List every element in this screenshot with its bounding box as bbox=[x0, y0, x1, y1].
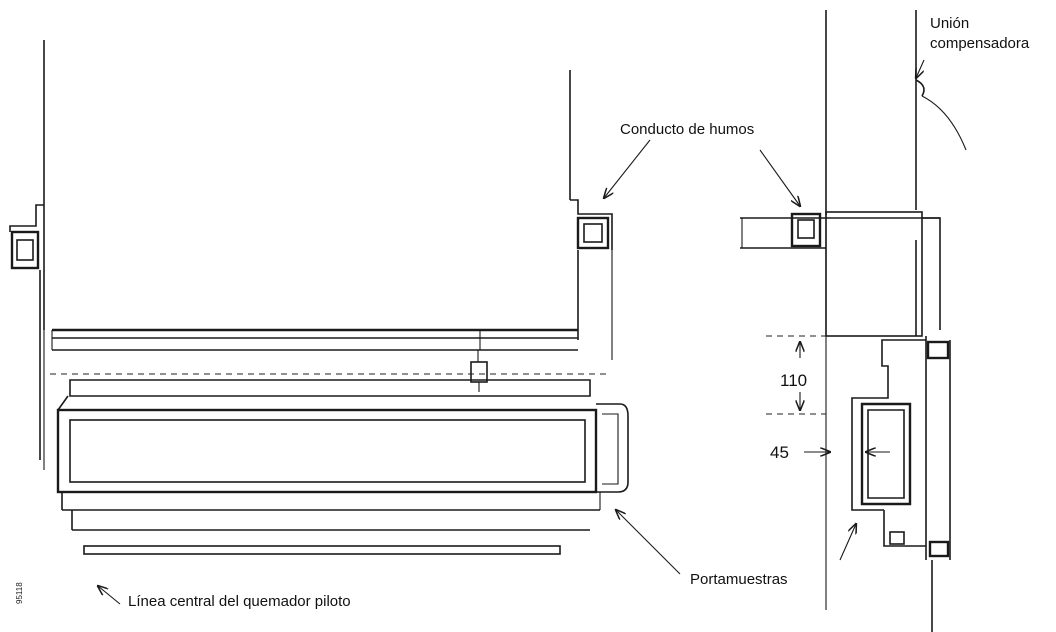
right-flue-duct bbox=[576, 216, 610, 250]
side-sample-holder bbox=[851, 339, 926, 547]
upper-block bbox=[740, 211, 941, 337]
pilot-burner bbox=[50, 350, 610, 392]
floor-rails bbox=[51, 328, 578, 351]
right-wall bbox=[569, 70, 613, 360]
dimension-110-label: 110 bbox=[780, 371, 807, 390]
figure-code: 95118 bbox=[15, 582, 24, 604]
pilot-centerline-label: Línea central del quemador piloto bbox=[128, 593, 351, 610]
front-view bbox=[9, 40, 629, 555]
union-label-line1: Unión bbox=[930, 15, 969, 32]
dimension-45-label: 45 bbox=[770, 443, 789, 462]
left-flue-duct bbox=[10, 230, 40, 270]
sample-holder-label: Portamuestras bbox=[690, 571, 788, 588]
lower-chimney bbox=[925, 336, 951, 632]
side-view bbox=[740, 10, 967, 632]
flue-duct-label: Conducto de humos bbox=[620, 121, 754, 138]
union-label-line2: compensadora bbox=[930, 35, 1030, 52]
sample-holder bbox=[56, 379, 629, 555]
dimension-110 bbox=[766, 335, 826, 415]
leader-arrows bbox=[98, 59, 925, 605]
compensating-joint bbox=[915, 79, 967, 151]
left-wall bbox=[9, 40, 45, 470]
side-walls bbox=[825, 10, 917, 610]
